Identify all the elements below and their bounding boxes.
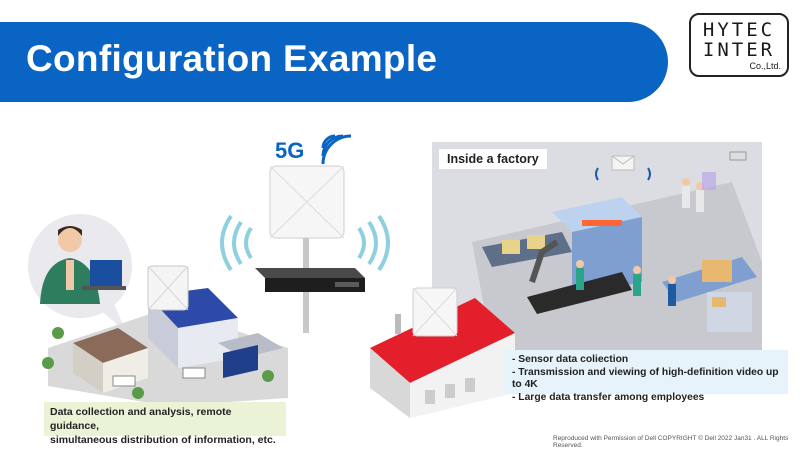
wifi-icon [595,167,599,181]
copyright-notice: Reproduced with Permission of Dell COPYR… [553,435,789,449]
logo-line2: INTER [702,39,776,61]
person-icon [58,228,82,252]
campus-caption: Data collection and analysis, remote gui… [44,402,286,446]
company-logo: HYTEC INTER Co.,Ltd. [689,13,789,77]
slide-title: Configuration Example [26,38,438,79]
camera-icon [729,151,747,161]
laptop-icon [90,260,122,286]
server-unit-icon [265,278,365,292]
logo-line3: Co.,Ltd. [749,61,781,71]
factory-feature-list: - Sensor data coliection - Transmission … [504,350,788,403]
signal-icon [321,134,336,149]
feature-item: - Sensor data coliection [512,354,629,365]
factory-building-illustration [370,287,515,418]
feature-item: - Large data transfer among employees [512,391,705,403]
factory-label: Inside a factory [439,149,547,169]
logo-line1: HYTEC [702,19,776,41]
factory-illustration [472,151,762,350]
feature-item: - Transmission and viewing of high-defin… [512,366,779,391]
header-banner [0,22,668,102]
campus-illustration [28,214,288,406]
network-label: 5G [275,138,305,163]
5g-tower-illustration [220,134,390,333]
worker-icon [576,260,584,268]
